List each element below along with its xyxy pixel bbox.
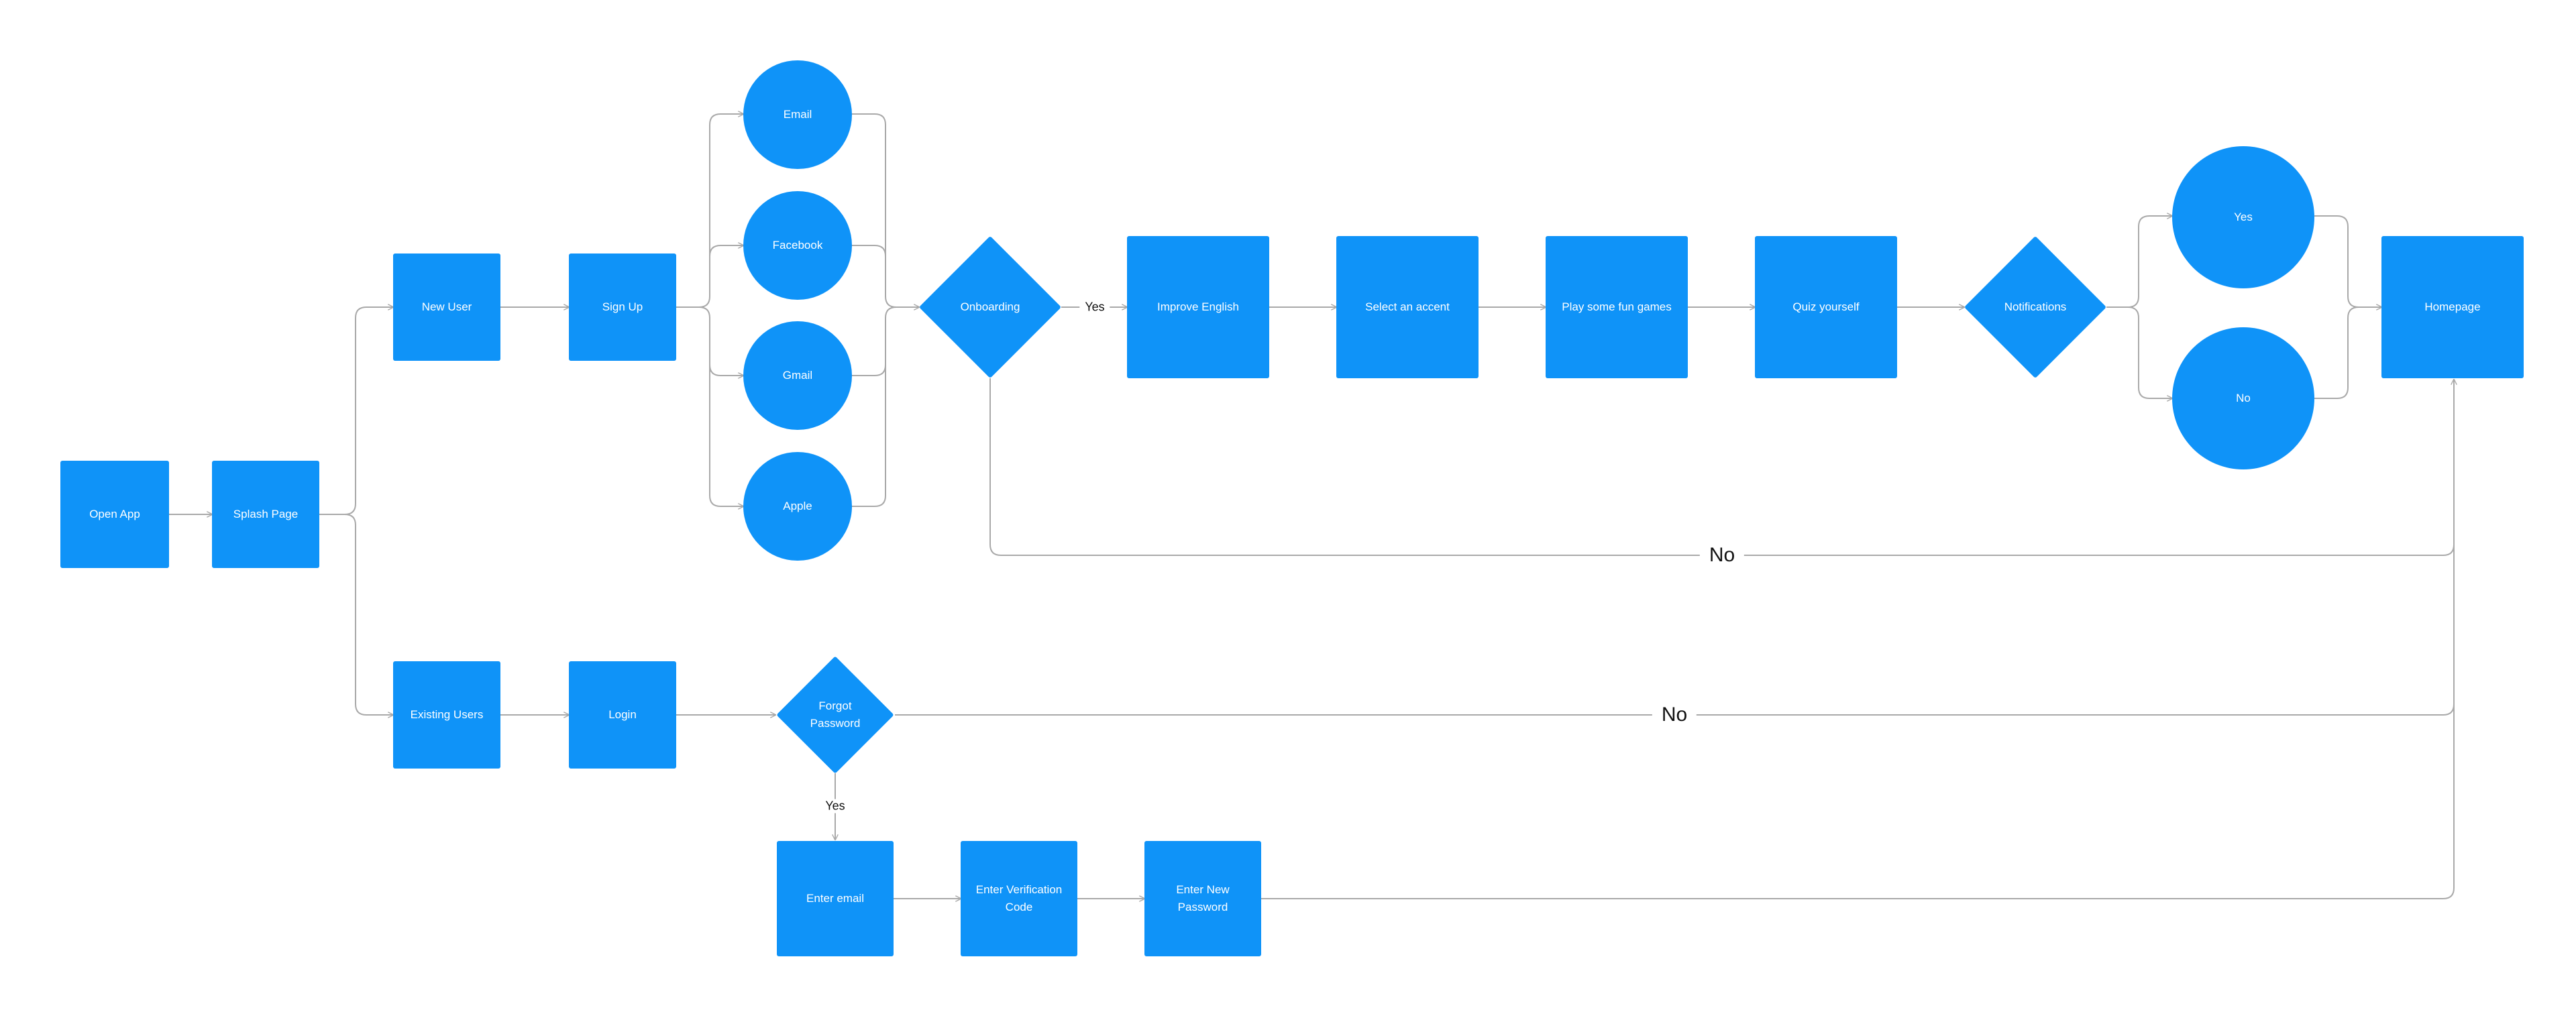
edge-sign-up-to-gmail	[698, 306, 743, 376]
quiz-node[interactable]: Quiz yourself	[1755, 236, 1897, 378]
notifications-no-node[interactable]: No	[2172, 327, 2314, 469]
enter-new-password-node[interactable]: Enter New Password	[1144, 841, 1261, 956]
edge-notifications-to-yes	[2106, 216, 2172, 308]
facebook-option-node[interactable]: Facebook	[743, 191, 852, 300]
notifications-yes-node[interactable]: Yes	[2172, 146, 2314, 288]
play-games-node[interactable]: Play some fun games	[1546, 236, 1688, 378]
edge-sign-up-to-email	[676, 114, 743, 308]
edge-email-to-onboarding	[852, 113, 897, 308]
edge-splash-to-new-user	[319, 307, 393, 515]
forgot-password-label: Forgot Password	[810, 699, 861, 730]
edge-sign-up-to-apple	[709, 365, 743, 506]
onboarding-yes-label: Yes	[1079, 300, 1110, 315]
forgot-password-yes-label: Yes	[820, 799, 851, 813]
new-user-node[interactable]: New User	[393, 253, 500, 361]
edge-apple-to-onboarding	[852, 365, 886, 507]
edge-new-password-to-homepage	[1261, 380, 2454, 899]
apple-option-node[interactable]: Apple	[743, 452, 852, 561]
onboarding-label: Onboarding	[960, 300, 1020, 313]
forgot-password-no-label: No	[1652, 703, 1697, 726]
email-option-node[interactable]: Email	[743, 60, 852, 169]
edge-sign-up-to-facebook	[709, 245, 743, 296]
homepage-node[interactable]: Homepage	[2381, 236, 2524, 378]
edge-forgot-no-to-homepage	[895, 545, 2455, 716]
enter-verification-code-node[interactable]: Enter Verification Code	[961, 841, 1077, 956]
edge-no-to-homepage	[2314, 306, 2359, 399]
login-node[interactable]: Login	[569, 661, 676, 769]
onboarding-no-label: No	[1699, 544, 1745, 567]
existing-users-node[interactable]: Existing Users	[393, 661, 500, 769]
select-accent-node[interactable]: Select an accent	[1336, 236, 1479, 378]
enter-email-node[interactable]: Enter email	[777, 841, 894, 956]
edge-gmail-to-onboarding	[852, 306, 897, 376]
edge-facebook-to-onboarding	[852, 245, 886, 296]
sign-up-node[interactable]: Sign Up	[569, 253, 676, 361]
notifications-label: Notifications	[2004, 300, 2067, 313]
open-app-node[interactable]: Open App	[60, 461, 169, 568]
edge-notifications-to-no	[2127, 306, 2172, 398]
edge-splash-to-existing-users	[344, 514, 393, 715]
gmail-option-node[interactable]: Gmail	[743, 321, 852, 430]
splash-page-node[interactable]: Splash Page	[212, 461, 319, 568]
improve-english-node[interactable]: Improve English	[1127, 236, 1269, 378]
edge-yes-to-homepage	[2314, 215, 2359, 308]
